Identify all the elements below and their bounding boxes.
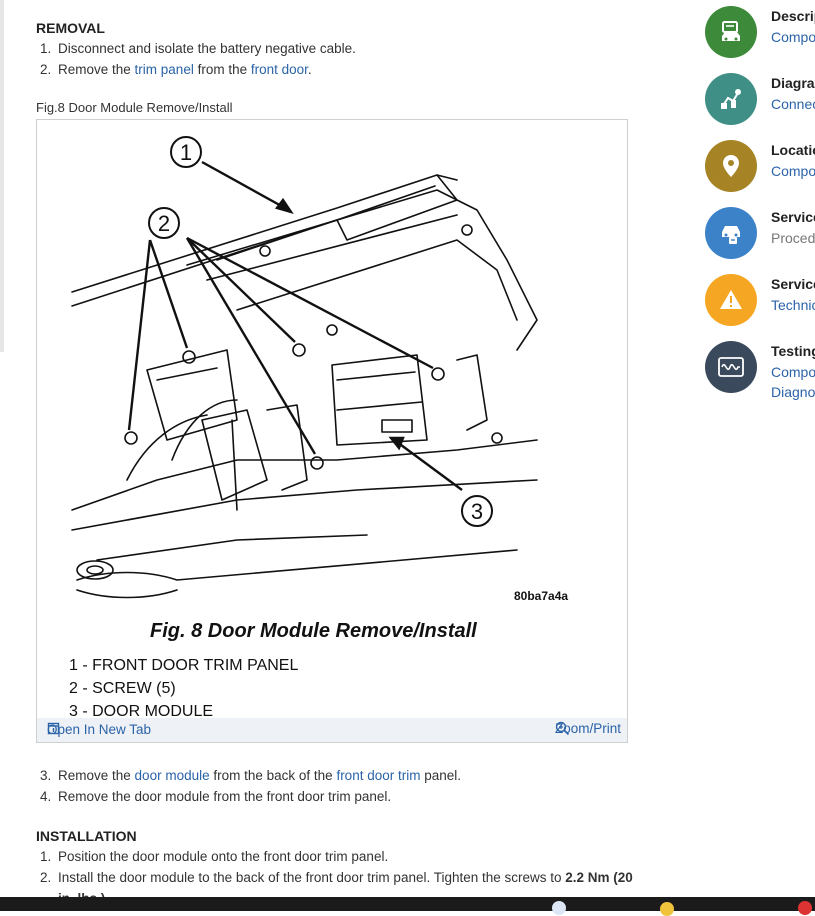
new-tab-icon [47, 722, 60, 735]
callout-2: 2 [158, 211, 170, 236]
callout-3: 3 [471, 499, 483, 524]
taskbar-app-icon[interactable] [798, 901, 812, 915]
door-module-diagram[interactable]: 1 2 3 [37, 120, 627, 720]
zoom-print-button[interactable]: Zoom/Print [554, 721, 621, 736]
front-door-trim-link[interactable]: front door trim [336, 768, 421, 783]
sidebar-item-link[interactable]: Technic [771, 297, 815, 313]
figure-panel: 1 2 3 80ba7a4a Fig. 8 Door Module Remove… [36, 119, 628, 743]
legend-item: 1 - FRONT DOOR TRIM PANEL [69, 657, 299, 674]
sidebar-item[interactable]: DiagranConnec [705, 73, 815, 133]
removal-step-1: 1.Disconnect and isolate the battery neg… [40, 41, 356, 56]
figure-caption: Fig.8 Door Module Remove/Install [36, 100, 233, 115]
os-taskbar [0, 897, 815, 916]
sidebar-item-title: Service [771, 276, 815, 292]
connector-diagram-icon [705, 73, 757, 125]
sidebar-item-link[interactable]: Compo [771, 163, 815, 179]
front-door-link[interactable]: front door [250, 62, 308, 77]
legend-item: 3 - DOOR MODULE [69, 703, 214, 720]
zoom-icon [555, 721, 570, 736]
sidebar-item-link[interactable]: Proced [771, 230, 815, 246]
sidebar-item-link[interactable]: Diagno [771, 384, 815, 400]
sidebar-item-title: Service [771, 209, 815, 225]
figure-toolbar: Open In New Tab Zoom/Print [37, 718, 627, 742]
left-divider [0, 0, 4, 352]
location-pin-icon [705, 140, 757, 192]
removal-steps: 1.Disconnect and isolate the battery neg… [36, 38, 356, 80]
sidebar-item[interactable]: ServiceProced [705, 207, 815, 267]
sidebar-item[interactable]: DescripCompo [705, 6, 815, 66]
figure-legend: 1 - FRONT DOOR TRIM PANEL 2 - SCREW (5) … [69, 654, 298, 723]
figure-code: 80ba7a4a [514, 589, 569, 603]
sidebar-item-title: Locatio [771, 142, 815, 158]
installation-heading: INSTALLATION [36, 828, 137, 844]
installation-step-1: 1.Position the door module onto the fron… [40, 849, 389, 864]
open-in-new-tab-button[interactable]: Open In New Tab [47, 722, 152, 737]
removal-steps-continued: 3.Remove the door module from the back o… [36, 765, 461, 807]
waveform-icon [705, 341, 757, 393]
removal-step-3: 3.Remove the door module from the back o… [40, 768, 462, 783]
legend-item: 2 - SCREW (5) [69, 680, 176, 697]
sidebar-item[interactable]: ServiceTechnic [705, 274, 815, 334]
taskbar-app-icon[interactable] [660, 902, 674, 916]
figure-title: Fig. 8 Door Module Remove/Install [150, 620, 477, 642]
sidebar-item-link[interactable]: Compo [771, 364, 815, 380]
sidebar-item-title: Diagran [771, 75, 815, 91]
sidebar-item-title: Descrip [771, 8, 815, 24]
door-module-link[interactable]: door module [134, 768, 210, 783]
service-car-icon [705, 207, 757, 259]
sidebar-item-link[interactable]: Compo [771, 29, 815, 45]
callout-1: 1 [180, 140, 192, 165]
right-sidebar: DescripCompoDiagranConnecLocatioCompoSer… [700, 0, 815, 911]
removal-step-4: 4.Remove the door module from the front … [40, 789, 392, 804]
removal-step-2: 2.Remove the trim panel from the front d… [40, 62, 312, 77]
sidebar-item[interactable]: LocatioCompo [705, 140, 815, 200]
trim-panel-link[interactable]: trim panel [134, 62, 194, 77]
removal-heading: REMOVAL [36, 20, 105, 36]
warning-icon [705, 274, 757, 326]
sidebar-item-title: Testing [771, 343, 815, 359]
installation-step-2: 2.Install the door module to the back of… [40, 870, 633, 885]
taskbar-app-icon[interactable] [552, 901, 566, 915]
sidebar-item-link[interactable]: Connec [771, 96, 815, 112]
car-description-icon [705, 6, 757, 58]
